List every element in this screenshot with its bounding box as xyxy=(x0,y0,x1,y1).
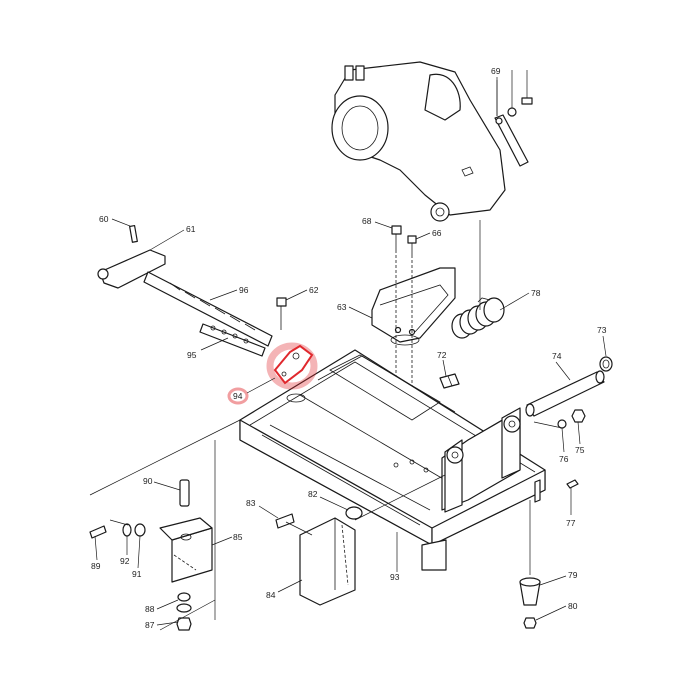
callout-76: 76 xyxy=(559,454,569,464)
callout-95: 95 xyxy=(187,350,197,360)
callout-79: 79 xyxy=(568,570,578,580)
callout-73: 73 xyxy=(597,325,607,335)
callout-62: 62 xyxy=(309,285,319,295)
callout-72: 72 xyxy=(437,350,447,360)
callout-78: 78 xyxy=(531,288,541,298)
pivot-bracket xyxy=(371,267,456,346)
highlighted-part-94 xyxy=(227,342,318,405)
stop-block xyxy=(439,373,460,389)
pivot-shaft xyxy=(525,356,613,417)
callout-66: 66 xyxy=(432,228,442,238)
motor-arm-assembly xyxy=(331,61,506,222)
callout-91: 91 xyxy=(132,569,142,579)
callout-94: 94 xyxy=(233,391,243,401)
callout-75: 75 xyxy=(575,445,585,455)
callout-61: 61 xyxy=(186,224,196,234)
callout-84: 84 xyxy=(266,590,276,600)
pivot-upright xyxy=(441,407,521,513)
callout-89: 89 xyxy=(91,561,101,571)
rubber-foot xyxy=(519,500,541,629)
callout-92: 92 xyxy=(120,556,130,566)
vise-mount xyxy=(89,479,213,631)
callout-82: 82 xyxy=(308,489,318,499)
callout-60: 60 xyxy=(99,214,109,224)
callout-85: 85 xyxy=(233,532,243,542)
callout-83: 83 xyxy=(246,498,256,508)
callout-labels: 69 68 66 60 61 96 62 63 78 73 95 72 74 9… xyxy=(91,66,607,630)
callout-74: 74 xyxy=(552,351,562,361)
callout-69: 69 xyxy=(491,66,501,76)
callout-96: 96 xyxy=(239,285,249,295)
callout-63: 63 xyxy=(337,302,347,312)
return-spring xyxy=(451,297,505,339)
callout-93: 93 xyxy=(390,572,400,582)
callout-88: 88 xyxy=(145,604,155,614)
assembly-guide-lines xyxy=(89,220,481,631)
shaft-hardware xyxy=(533,409,586,489)
callout-90: 90 xyxy=(143,476,153,486)
vise-assembly xyxy=(97,225,287,357)
callout-77: 77 xyxy=(566,518,576,528)
callout-68: 68 xyxy=(362,216,372,226)
callout-leaders xyxy=(94,77,607,626)
callout-80: 80 xyxy=(568,601,578,611)
support-bracket xyxy=(275,506,363,606)
callout-87: 87 xyxy=(145,620,155,630)
